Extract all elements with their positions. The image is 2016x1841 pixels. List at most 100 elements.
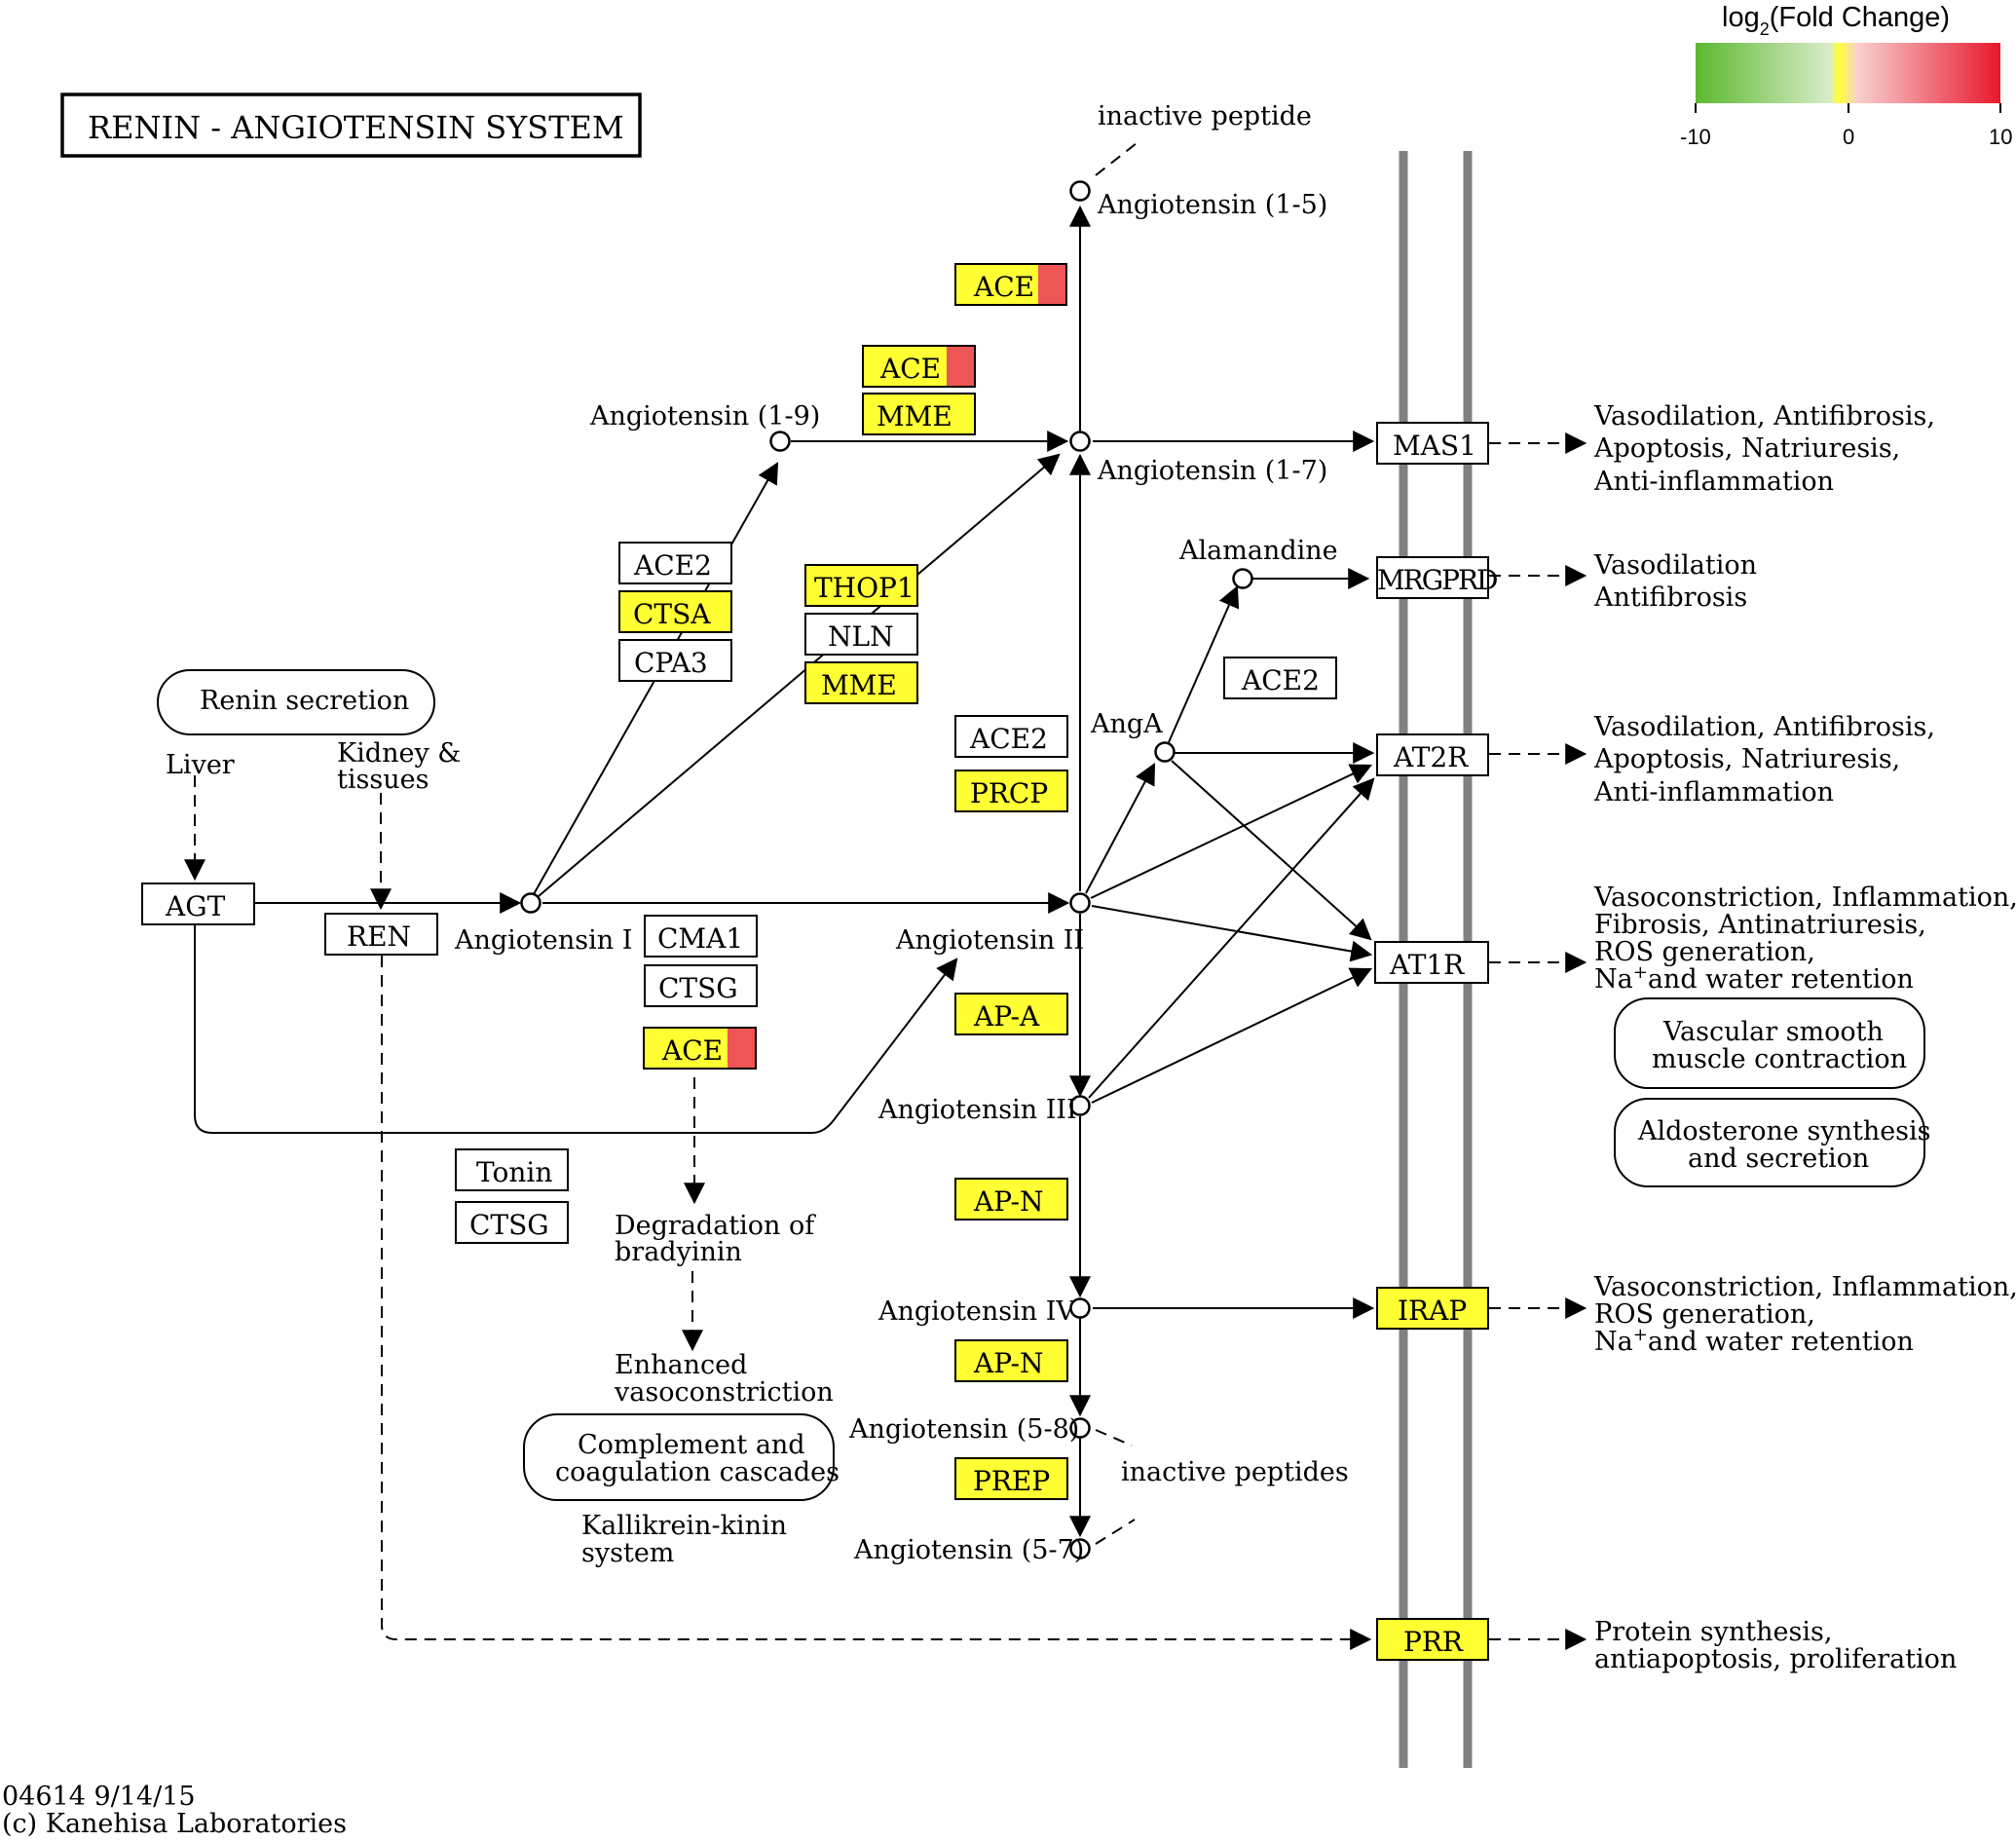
svg-text:AP-N: AP-N [973,1347,1044,1379]
fold-change-legend: log2(Fold Change) -10 0 10 [1680,2,2012,149]
gene-agt[interactable]: AGT [141,883,255,925]
gene-tonin[interactable]: Tonin [455,1148,569,1191]
svg-text:and secretion: and secretion [1688,1144,1869,1174]
effects-mas1: Vasodilation, Antifibrosis, Apoptosis, N… [1593,401,1935,497]
gene-apn-a[interactable]: AP-N [954,1178,1068,1221]
map-aldosterone-synthesis[interactable]: Aldosterone synthesis and secretion [1614,1098,1931,1187]
label-angiotensin-4: Angiotensin IV [877,1296,1075,1327]
gene-nln[interactable]: NLN [804,613,918,656]
svg-text:MRGPRD: MRGPRD [1377,564,1497,596]
gene-cpa3[interactable]: CPA3 [618,639,732,682]
edge-ang58-to-inactive [1095,1429,1133,1446]
label-degradation-1: Degradation of [615,1211,816,1241]
node-angiotensin-1-5[interactable] [1069,180,1091,202]
edge-ren-to-prr [381,956,1372,1650]
svg-text:PRR: PRR [1403,1626,1464,1658]
label-anga: AngA [1090,709,1163,739]
legend-min-label: -10 [1680,125,1711,149]
gene-mrgprd[interactable]: MRGPRD [1376,556,1499,599]
svg-text:Renin secretion: Renin secretion [200,686,409,716]
gene-ctsa[interactable]: CTSA [618,590,732,633]
svg-text:CMA1: CMA1 [657,922,743,955]
node-angiotensin-5-8[interactable] [1069,1417,1091,1439]
svg-text:Antifibrosis: Antifibrosis [1593,582,1747,613]
svg-text:ROS generation,: ROS generation, [1594,1299,1815,1330]
label-kidney-2: tissues [337,765,429,795]
edge-ang3-to-at1r [1091,967,1372,1104]
svg-text:AP-A: AP-A [973,1000,1040,1033]
svg-text:Aldosterone synthesis: Aldosterone synthesis [1637,1116,1931,1146]
gene-mas1[interactable]: MAS1 [1376,422,1489,465]
svg-text:Complement and: Complement and [578,1430,805,1460]
svg-text:PREP: PREP [973,1465,1050,1497]
gene-cma1[interactable]: CMA1 [644,915,758,958]
gene-at1r[interactable]: AT1R [1374,941,1489,984]
gene-thop1[interactable]: THOP1 [804,564,918,607]
gene-irap[interactable]: IRAP [1376,1287,1489,1330]
gene-mme-b[interactable]: MME [804,661,918,704]
map-renin-secretion[interactable]: Renin secretion [157,669,435,735]
svg-text:antiapoptosis, proliferation: antiapoptosis, proliferation [1594,1644,1957,1674]
node-angiotensin-1[interactable] [520,892,541,914]
node-alamandine[interactable] [1232,568,1253,589]
label-angiotensin-5-8: Angiotensin (5-8) [848,1414,1079,1445]
map-vascular-smooth-muscle[interactable]: Vascular smooth muscle contraction [1614,997,1925,1089]
label-angiotensin-1: Angiotensin I [454,925,632,956]
gene-ace-mid[interactable]: ACE [862,345,976,388]
svg-text:ACE: ACE [879,353,941,385]
gene-ace-low[interactable]: ACE [643,1027,757,1070]
svg-text:Anti-inflammation: Anti-inflammation [1593,467,1834,497]
svg-text:ACE: ACE [973,271,1034,303]
svg-text:Na+and water retention: Na+and water retention [1594,1325,1914,1357]
svg-text:REN: REN [347,920,411,953]
svg-text:CTSA: CTSA [633,598,711,630]
gene-ace2-b[interactable]: ACE2 [954,715,1068,758]
gene-apn-b[interactable]: AP-N [954,1339,1068,1382]
node-angiotensin-1-9[interactable] [769,431,791,452]
svg-text:IRAP: IRAP [1398,1295,1467,1327]
edge-ang57-to-inactive [1095,1519,1136,1545]
node-angiotensin-2[interactable] [1069,892,1091,914]
svg-text:Vasodilation, Antifibrosis,: Vasodilation, Antifibrosis, [1593,712,1935,742]
node-angiotensin-4[interactable] [1069,1297,1091,1319]
svg-text:ACE2: ACE2 [1241,664,1320,696]
node-anga[interactable] [1154,741,1176,763]
gene-ace-top[interactable]: ACE [954,263,1067,306]
gene-prr[interactable]: PRR [1376,1618,1489,1661]
legend-mid-label: 0 [1843,125,1854,149]
svg-text:Na+and water retention: Na+and water retention [1594,962,1914,995]
svg-text:coagulation cascades: coagulation cascades [555,1457,840,1487]
node-angiotensin-3[interactable] [1069,1095,1091,1116]
footer-map-id: 04614 9/14/15 [2,1782,196,1812]
gene-apa[interactable]: AP-A [954,993,1068,1035]
gene-at2r[interactable]: AT2R [1376,733,1489,776]
gene-mme-top[interactable]: MME [862,393,976,435]
node-angiotensin-1-7[interactable] [1069,431,1091,452]
gene-ctsg-b[interactable]: CTSG [455,1201,569,1244]
svg-text:CPA3: CPA3 [634,647,708,679]
svg-text:Vascular smooth: Vascular smooth [1662,1017,1884,1047]
edge-ang2-to-anga [1085,763,1156,894]
footer-copyright: (c) Kanehisa Laboratories [2,1809,347,1839]
edge-agt-to-ang2-bypass [194,922,958,1134]
gene-ctsg-a[interactable]: CTSG [644,964,758,1007]
gene-ace2-c[interactable]: ACE2 [1223,657,1337,699]
svg-text:Apoptosis, Natriuresis,: Apoptosis, Natriuresis, [1593,433,1900,464]
edge-ang2-to-at1r [1091,905,1373,962]
effects-irap: Vasoconstriction, Inflammation, ROS gene… [1593,1272,2016,1357]
gene-prcp[interactable]: PRCP [954,770,1068,812]
svg-text:ACE2: ACE2 [633,549,712,582]
legend-max-label: 10 [1989,125,2012,149]
node-angiotensin-5-7[interactable] [1069,1538,1091,1559]
svg-text:CTSG: CTSG [469,1209,549,1241]
svg-text:ACE: ACE [661,1034,723,1067]
gene-ace2-a[interactable]: ACE2 [618,542,732,584]
edge-anga-to-at1r [1171,760,1372,941]
gene-ren[interactable]: REN [324,913,438,956]
label-angiotensin-5-7: Angiotensin (5-7) [853,1535,1084,1565]
map-complement-coagulation[interactable]: Complement and coagulation cascades [523,1413,840,1501]
svg-text:Protein synthesis,: Protein synthesis, [1594,1617,1832,1647]
legend-title: log2(Fold Change) [1722,2,1950,39]
gene-prep[interactable]: PREP [954,1457,1068,1500]
label-degradation-2: bradyinin [615,1237,742,1267]
